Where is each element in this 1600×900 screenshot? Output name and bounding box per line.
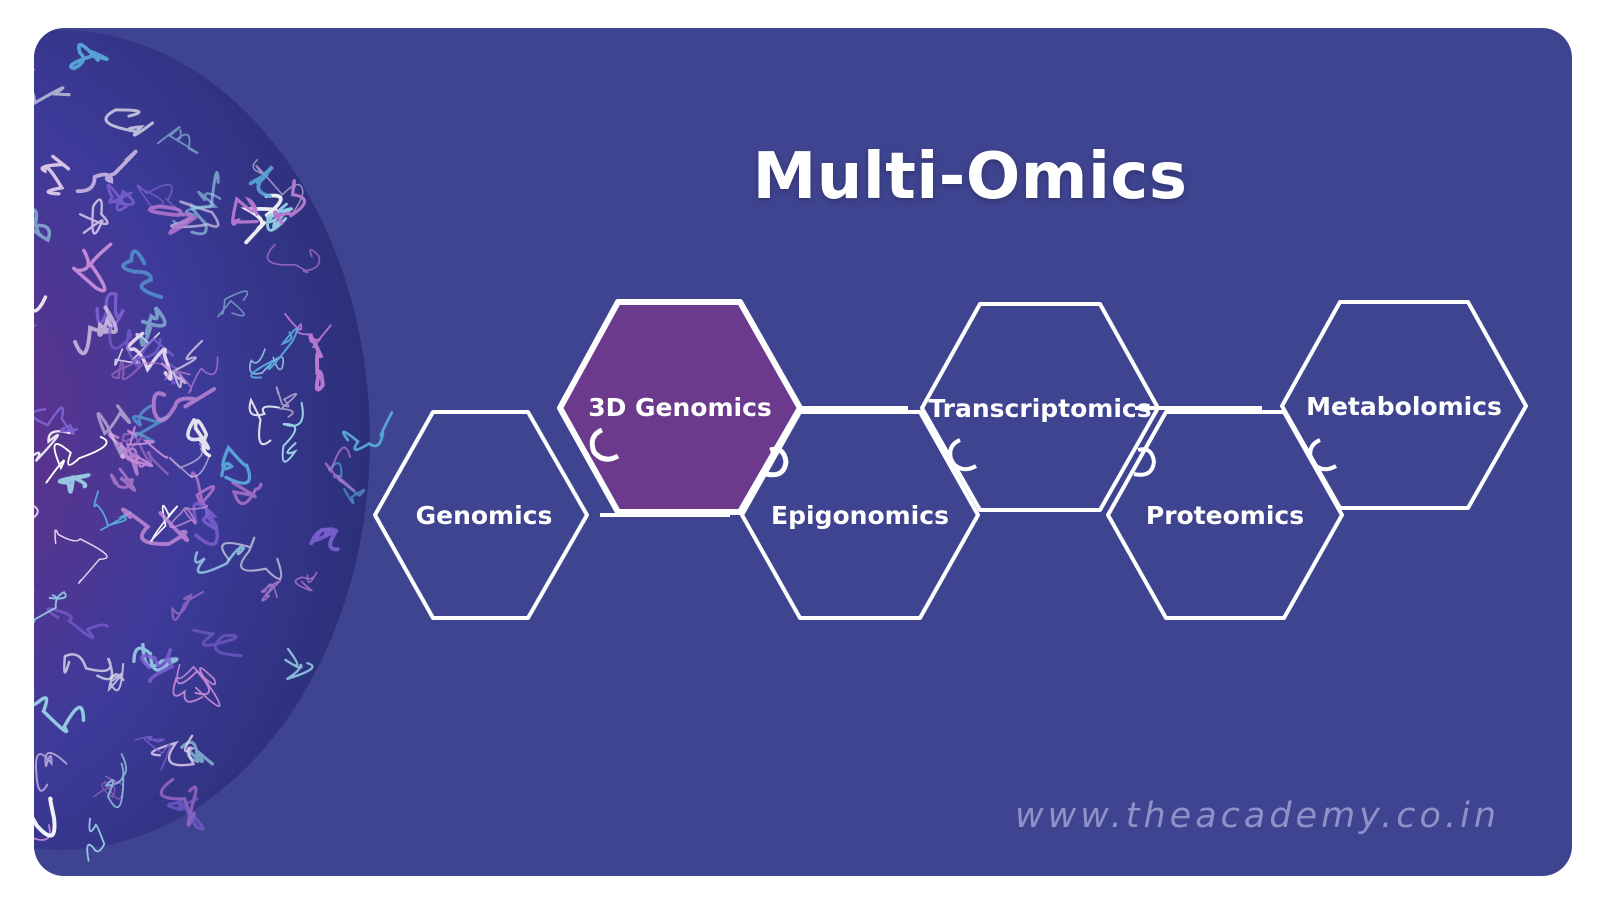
hexagon-3d-genomics: 3D Genomics (557, 299, 803, 515)
hexagon-label: Transcriptomics (928, 394, 1151, 423)
page-title: Multi-Omics (752, 140, 1188, 214)
hexagon-label: 3D Genomics (588, 393, 772, 422)
hexagon-label: Epigonomics (771, 501, 949, 530)
hexagon-label: Genomics (416, 501, 553, 530)
hexagon-epigonomics: Epigonomics (740, 410, 980, 620)
hexagon-genomics: Genomics (373, 410, 589, 620)
hexagon-label: Metabolomics (1306, 392, 1502, 421)
hexagon-metabolomics: Metabolomics (1280, 300, 1528, 510)
hexagon-proteomics: Proteomics (1106, 410, 1344, 620)
hexagon-transcriptomics: Transcriptomics (920, 302, 1160, 512)
website-watermark: www.theacademy.co.in (1015, 796, 1500, 836)
hexagon-label: Proteomics (1146, 501, 1304, 530)
